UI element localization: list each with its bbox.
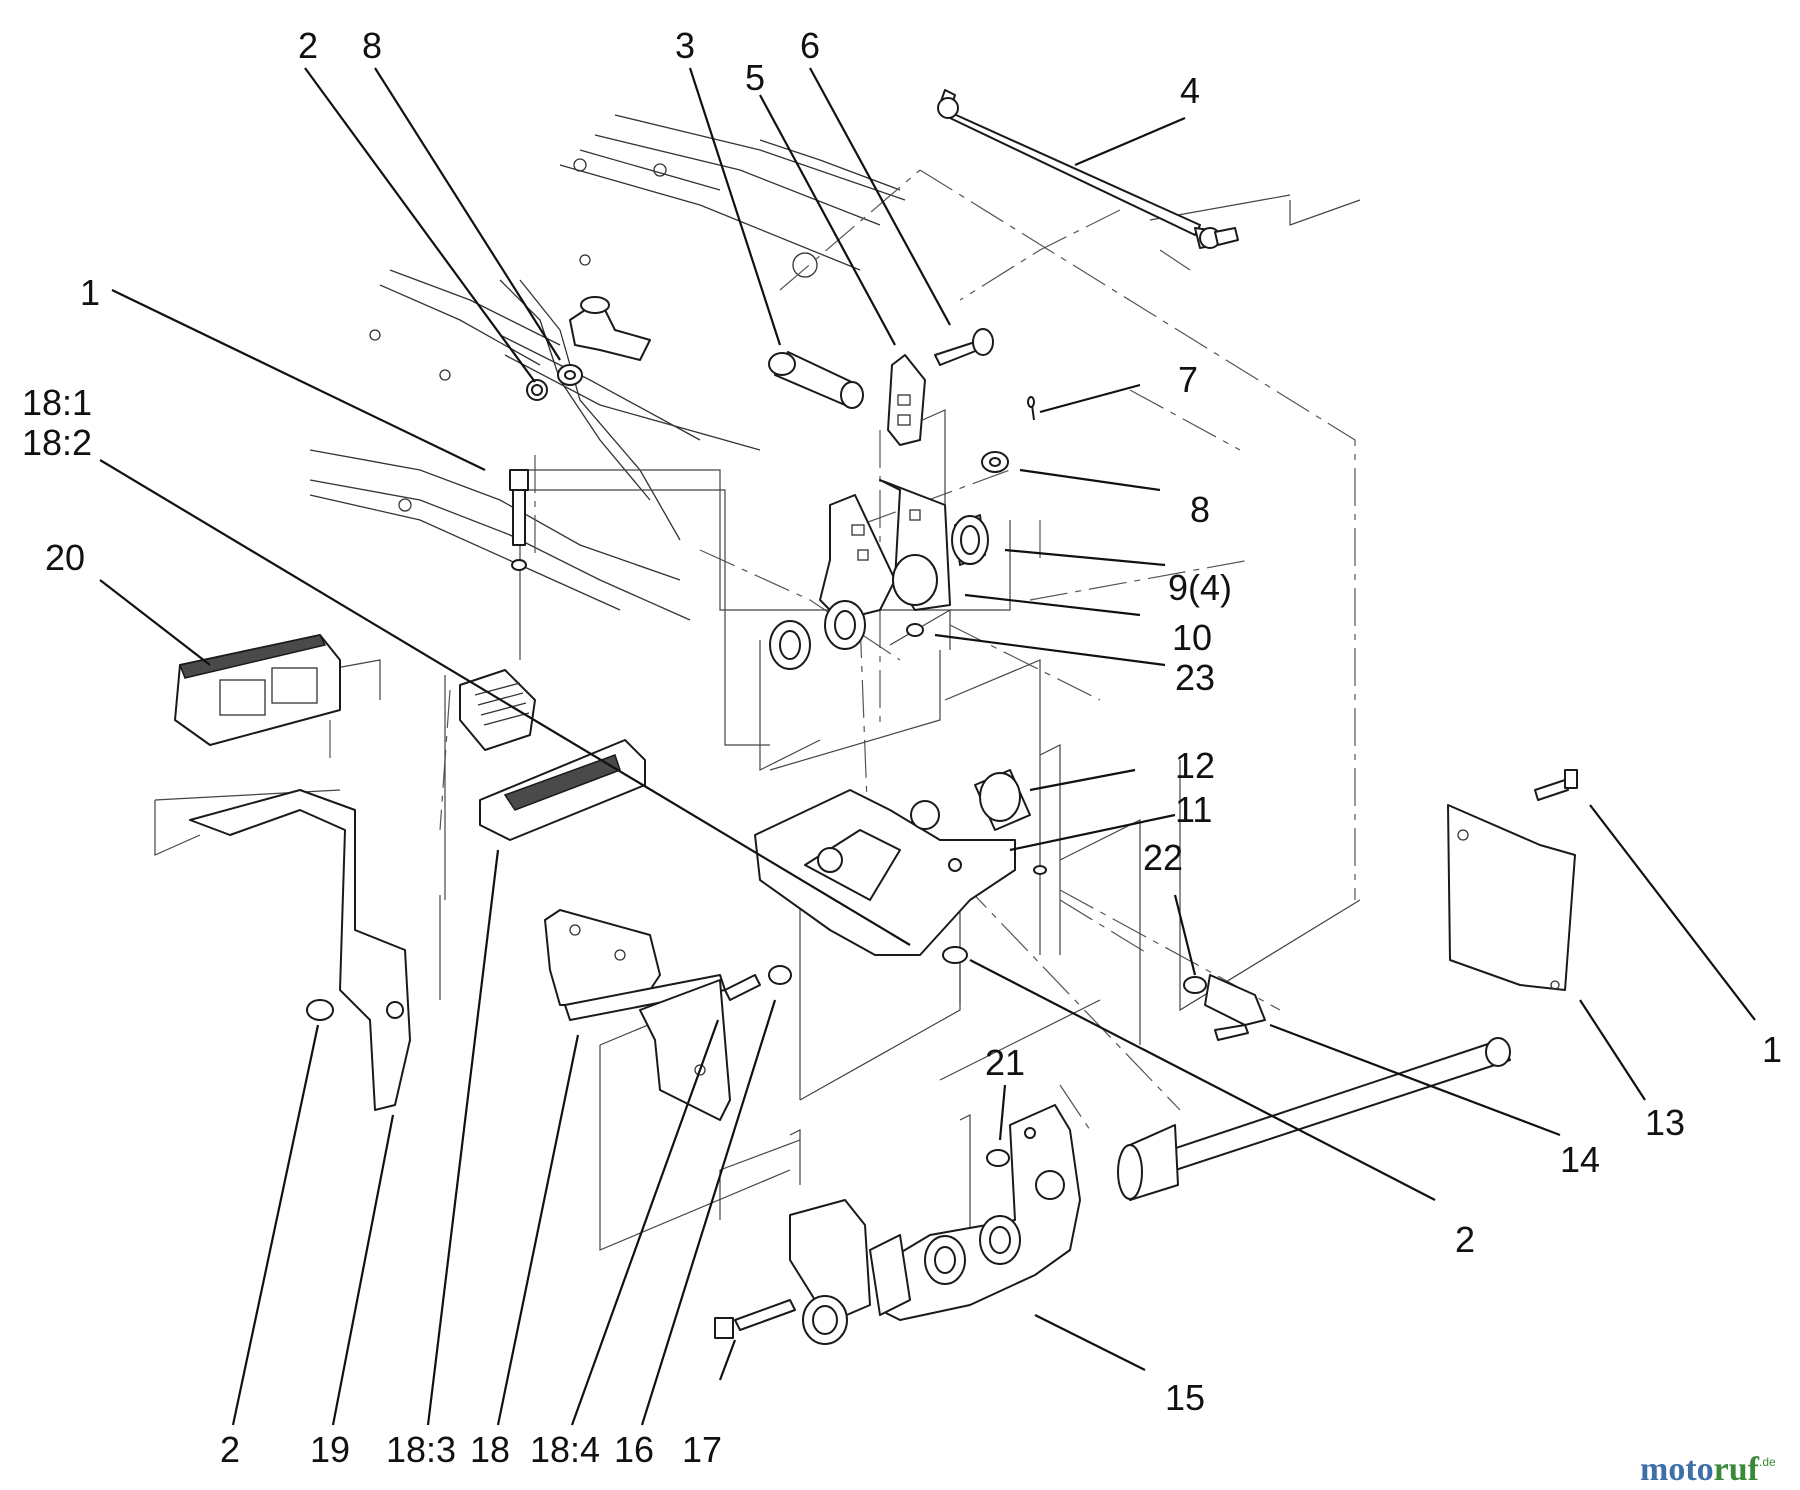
callout-18-2: 18:2 [22, 422, 92, 463]
part-19-pedal-arm [189, 789, 411, 1111]
part-16-nut [768, 965, 792, 985]
part-8-washer [981, 451, 1009, 473]
callout-10: 10 [1172, 617, 1212, 658]
callout-3: 3 [675, 25, 695, 66]
part-12-bushing [974, 769, 1031, 831]
part-20-pedal-pad [174, 634, 341, 746]
callout-14: 14 [1560, 1139, 1600, 1180]
callout-8-top: 8 [362, 25, 382, 66]
part-8-washer-upper [557, 364, 583, 386]
reference-frames [154, 194, 1361, 1251]
part-21-nut [986, 1149, 1010, 1167]
callout-19: 19 [310, 1429, 350, 1470]
callout-13: 13 [1645, 1102, 1685, 1143]
part-2-nut-center [942, 946, 968, 964]
callout-20: 20 [45, 537, 85, 578]
part-9-bushing-left [769, 600, 866, 670]
part-6-bolt [934, 328, 994, 366]
callout-2-left-bottom: 2 [220, 1429, 240, 1470]
callout-labels: 1 2 2 2 1 8 3 5 6 4 7 8 9(4) 10 23 12 11… [22, 25, 1782, 1470]
part-18-3-plate [479, 739, 646, 841]
part-14-clevis [1204, 974, 1266, 1041]
part-17-bolt [714, 1299, 796, 1339]
callout-18-1: 18:1 [22, 382, 92, 423]
callout-11: 11 [1175, 789, 1212, 830]
callout-4: 4 [1180, 70, 1200, 111]
part-1-bolt-upper [509, 469, 529, 571]
callout-1-right: 1 [1762, 1029, 1782, 1070]
part-4-tie-rod [937, 89, 1239, 249]
part-3-pin [768, 351, 864, 409]
callout-9-4: 9(4) [1168, 567, 1232, 608]
part-7-cotter-pin [1027, 396, 1035, 421]
watermark-moto: moto [1640, 1451, 1714, 1488]
part-13-cross-shaft [1124, 804, 1576, 1186]
part-15-lower-bracket [789, 1104, 1081, 1345]
parts [174, 89, 1578, 1345]
callout-15: 15 [1165, 1377, 1205, 1418]
callout-18-4: 18:4 [530, 1429, 600, 1470]
callout-23: 23 [1175, 657, 1215, 698]
part-1-bolt-right [1534, 769, 1578, 801]
callout-1-upper-left: 1 [80, 272, 100, 313]
part-11-pivot-bracket [754, 789, 1047, 956]
part-5-plate [887, 354, 926, 446]
part-9-bushing [951, 514, 989, 566]
watermark-suffix: .de [1759, 1455, 1776, 1469]
part-18-1-pad [459, 669, 536, 751]
leader-lines [99, 67, 1756, 1426]
watermark-logo: motoruf.de [1640, 1451, 1776, 1488]
part-2-nut-left [306, 999, 334, 1021]
callout-2-center-right: 2 [1455, 1219, 1475, 1260]
callout-22: 22 [1143, 837, 1183, 878]
callout-18: 18 [470, 1429, 510, 1470]
watermark-ruf: ruf [1714, 1451, 1760, 1488]
part-22-nut [1183, 976, 1207, 994]
pedal-arm-upper [819, 479, 951, 621]
callout-2-top: 2 [298, 25, 318, 66]
callout-6: 6 [800, 25, 820, 66]
callout-7: 7 [1178, 359, 1198, 400]
callout-17: 17 [682, 1429, 722, 1470]
part-18-pedal [544, 909, 731, 1121]
shaft-end [1117, 1124, 1179, 1201]
callout-12: 12 [1175, 745, 1215, 786]
callout-16: 16 [614, 1429, 654, 1470]
callout-5: 5 [745, 57, 765, 98]
callout-8-right: 8 [1190, 489, 1210, 530]
callout-21: 21 [985, 1042, 1025, 1083]
part-18-4-spring-pin [724, 974, 761, 1001]
callout-18-3: 18:3 [386, 1429, 456, 1470]
part-23-nut [906, 623, 924, 637]
svg-text:motoruf.de: motoruf.de [1640, 1451, 1776, 1488]
